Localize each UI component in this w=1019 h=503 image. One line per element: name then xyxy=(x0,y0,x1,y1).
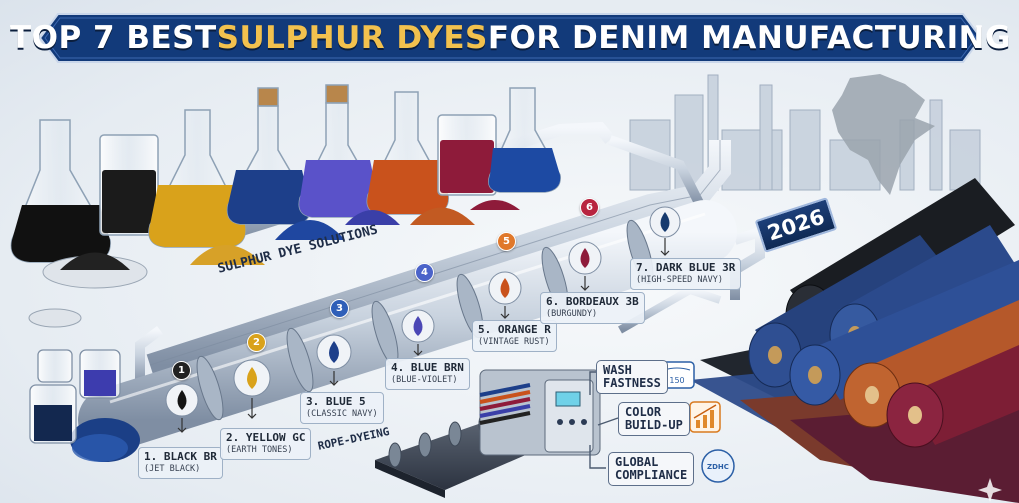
dye-number-5: 5 xyxy=(497,232,516,251)
flask-violet xyxy=(298,84,379,218)
svg-text:150: 150 xyxy=(669,376,684,385)
down-arrows xyxy=(177,238,670,433)
dye-number-6: 6 xyxy=(580,198,599,217)
feature-wash-fastness: WASH FASTNESS xyxy=(596,360,668,394)
dye-name: 6. BORDEAUX 3B xyxy=(546,295,639,308)
svg-text:ZDHC: ZDHC xyxy=(707,463,729,471)
dye-name: 5. ORANGE R xyxy=(478,323,551,336)
dye-note: (JET BLACK) xyxy=(144,464,201,474)
powder-piles xyxy=(28,200,520,328)
flask-navy xyxy=(226,87,311,225)
zdhc-seal-icon: ZDHC xyxy=(701,449,735,483)
feature-label-line1: WASH xyxy=(603,363,632,377)
flask-yellow xyxy=(148,109,247,248)
feature-global-compliance: GLOBAL COMPLIANCE xyxy=(608,452,695,486)
powder-jars xyxy=(29,349,121,444)
feature-label-line2: FASTNESS xyxy=(603,376,661,390)
feature-label-line1: COLOR xyxy=(625,405,662,419)
dye-number-1: 1 xyxy=(172,361,191,380)
dye-note: (CLASSIC NAVY) xyxy=(306,409,378,419)
beaker-black xyxy=(99,134,159,236)
dye-number-2: 2 xyxy=(247,333,266,352)
dye-label-6: 6. BORDEAUX 3B (BURGUNDY) xyxy=(540,292,645,324)
dye-name: 7. DARK BLUE 3R xyxy=(636,261,736,274)
feature-label-line1: GLOBAL xyxy=(615,455,659,469)
dye-label-1: 1. BLACK BR (JET BLACK) xyxy=(138,447,223,479)
title-part-2: FOR DENIM MANUFACTURING xyxy=(487,20,1011,56)
beaker-burgundy xyxy=(437,114,497,196)
rope-dyeing-machine xyxy=(375,369,601,498)
dye-note: (VINTAGE RUST) xyxy=(478,337,550,347)
dye-label-3: 3. BLUE 5 (CLASSIC NAVY) xyxy=(300,392,384,424)
dye-droplets xyxy=(165,206,681,417)
flask-orange xyxy=(366,91,449,215)
dye-name: 3. BLUE 5 xyxy=(306,395,366,408)
feature-label-line2: BUILD-UP xyxy=(625,418,683,432)
dye-note: (BURGUNDY) xyxy=(546,309,598,319)
dye-note: (HIGH-SPEED NAVY) xyxy=(636,275,723,285)
denim-fabric-rolls xyxy=(690,178,1019,503)
dye-name: 1. BLACK BR xyxy=(144,450,217,463)
dye-label-2: 2. YELLOW GC (EARTH TONES) xyxy=(220,428,312,460)
dye-name: 2. YELLOW GC xyxy=(226,431,306,444)
dye-label-7: 7. DARK BLUE 3R (HIGH-SPEED NAVY) xyxy=(630,258,742,290)
dye-number-3: 3 xyxy=(330,299,349,318)
title-highlight: SULPHUR DYES xyxy=(216,20,488,56)
title-part-1: TOP 7 BEST xyxy=(10,20,217,56)
dye-number-4: 4 xyxy=(415,263,434,282)
dye-note: (EARTH TONES) xyxy=(226,445,293,455)
dye-name: 4. BLUE BRN xyxy=(391,361,464,374)
growth-chart-icon xyxy=(689,401,721,433)
flask-blue xyxy=(488,87,561,193)
feature-color-build-up: COLOR BUILD-UP xyxy=(618,402,690,436)
feature-label-line2: COMPLIANCE xyxy=(615,468,688,482)
dye-note: (BLUE-VIOLET) xyxy=(391,375,458,385)
flask-black xyxy=(10,119,111,263)
dye-label-4: 4. BLUE BRN (BLUE-VIOLET) xyxy=(385,358,470,390)
title-banner: TOP 7 BEST SULPHUR DYES FOR DENIM MANUFA… xyxy=(10,12,1010,64)
india-map xyxy=(832,74,935,195)
sparkle-icon xyxy=(978,478,1002,502)
dye-label-5: 5. ORANGE R (VINTAGE RUST) xyxy=(472,320,557,352)
page-title: TOP 7 BEST SULPHUR DYES FOR DENIM MANUFA… xyxy=(10,12,1010,64)
